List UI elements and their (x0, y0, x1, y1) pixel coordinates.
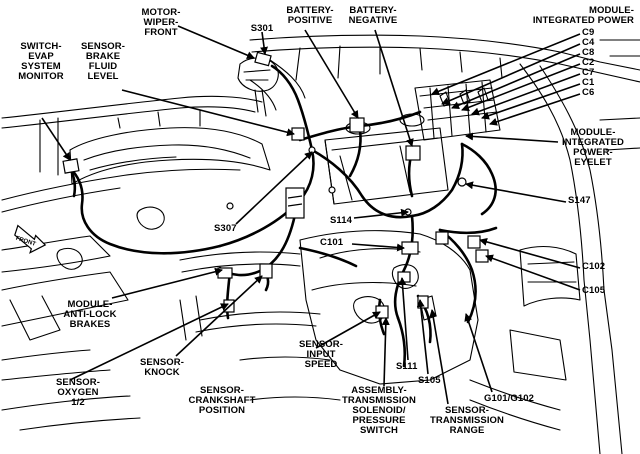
label-battery-negative: BATTERY- NEGATIVE (348, 5, 398, 26)
label-c9: C9 (582, 27, 595, 38)
label-c4: C4 (582, 37, 595, 48)
label-g101-g102: G101/G102 (484, 393, 535, 404)
label-s307: S307 (214, 223, 237, 234)
label-s114: S114 (330, 215, 353, 226)
label-sensor-knock: SENSOR- KNOCK (140, 357, 184, 378)
label-s105: S105 (418, 375, 441, 386)
label-c7: C7 (582, 67, 595, 78)
label-sensor-crankshaft-position: SENSOR- CRANKSHAFT POSITION (188, 385, 256, 416)
label-battery-positive: BATTERY- POSITIVE (286, 5, 334, 26)
front-direction-arrow-icon: FRONT (14, 224, 47, 254)
label-c102: C102 (582, 261, 606, 272)
label-s111: S111 (396, 361, 418, 372)
label-sensor-oxygen: SENSOR- OXYGEN 1/2 (56, 377, 100, 408)
label-c6: C6 (582, 87, 595, 98)
leader-lines (41, 25, 581, 405)
label-s301: S301 (250, 23, 274, 34)
label-module-integrated-power-eyelet: MODULE- INTEGRATED POWER- EYELET (561, 127, 625, 168)
label-switch-evap-system-monitor: SWITCH- EVAP SYSTEM MONITOR (18, 41, 64, 82)
label-c2: C2 (582, 57, 595, 68)
label-motor-wiper-front: MOTOR- WIPER- FRONT (141, 7, 181, 38)
label-c101: C101 (320, 237, 344, 248)
label-c1: C1 (582, 77, 595, 88)
label-assembly-transmission-solenoid: ASSEMBLY- TRANSMISSION SOLENOID/ PRESSUR… (341, 385, 417, 436)
label-module-anti-lock-brakes: MODULE- ANTI-LOCK BRAKES (63, 299, 117, 330)
label-module-integrated-power: MODULE- INTEGRATED POWER (532, 5, 634, 26)
label-sensor-transmission-range: SENSOR- TRANSMISSION RANGE (429, 405, 505, 436)
label-sensor-brake-fluid-level: SENSOR- BRAKE FLUID LEVEL (81, 41, 125, 82)
label-c105: C105 (582, 285, 606, 296)
label-s147: S147 (568, 195, 591, 206)
label-sensor-input-speed: SENSOR- INPUT SPEED (299, 339, 343, 370)
label-c8: C8 (582, 47, 595, 58)
connectors (62, 51, 489, 319)
